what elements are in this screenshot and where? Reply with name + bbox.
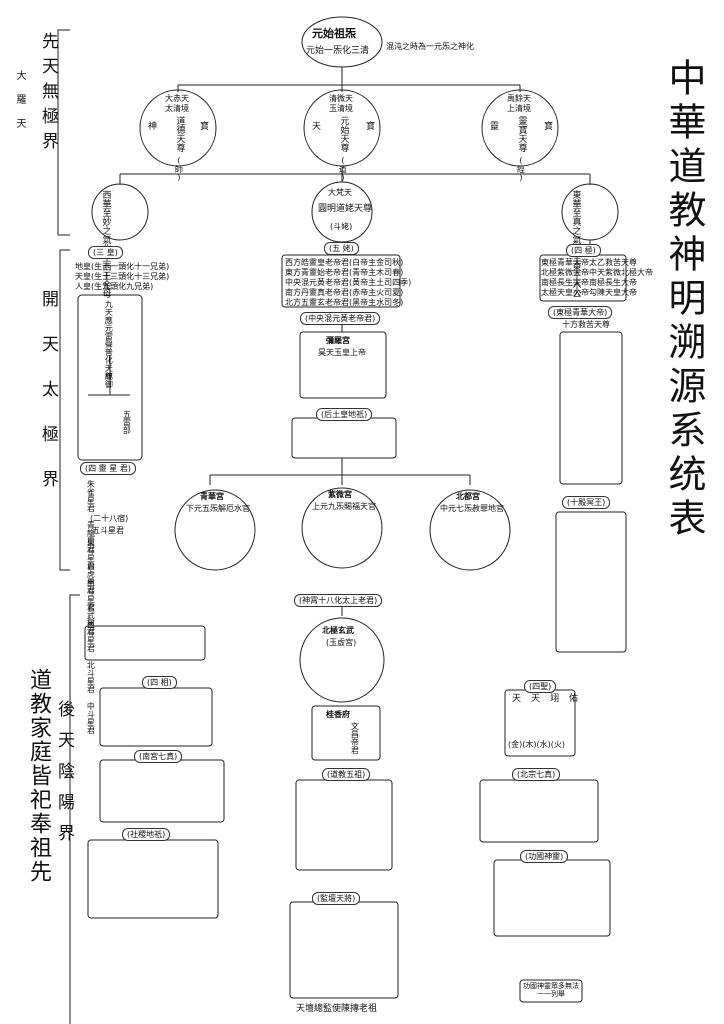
beidu-palace: 北都宮	[456, 492, 480, 501]
deity-alias: 靈	[490, 122, 500, 132]
realm-label: 太清境	[165, 104, 189, 113]
deity-alias2: 寶	[366, 122, 376, 132]
page-title: 中華道教神明溯源系统表	[662, 58, 706, 542]
siji-label: (四 極)	[566, 244, 601, 257]
sanhuang-item: 地皇(生十一頭化十一兄弟)	[75, 262, 170, 271]
xiu-sub: 五斗星君	[92, 526, 124, 535]
deity-alias2: 寶	[544, 122, 554, 132]
siji-item: 南極長生大帝南極長生大帝	[541, 278, 637, 287]
guixiang-fu: 桂香府	[326, 710, 350, 719]
heaven-label: 清微天	[329, 94, 353, 103]
realm-xiantian-side: 大羅天	[14, 70, 25, 142]
sisheng-name: 天	[512, 694, 532, 704]
siji-item: 太極天皇大帝勾陳天皇大帝	[541, 288, 637, 297]
heaven-label: 大赤天	[165, 94, 189, 103]
deity-alias: 神	[148, 122, 158, 132]
tianguan: 上元九炁賜福天官	[312, 502, 376, 511]
wudou-stars: 東斗星君 南斗星君 西斗星君 北斗星君 中斗星君	[86, 538, 96, 734]
beizong-label: (北宗七真)	[512, 768, 561, 781]
siji-item: 北極紫微大帝中天紫微北極大帝	[541, 268, 653, 277]
sixiang-label: (四 相)	[142, 676, 177, 689]
realm-xiantian: 先天無極界	[38, 32, 58, 157]
wulao-item: 中央混元黃老帝君(黃帝主土司四季)	[285, 278, 412, 287]
xiwangmu-text: 西華至妙之氣化生西王金母	[100, 190, 111, 298]
deity-extra: (師)	[174, 156, 184, 182]
shenxiao-label: (神霄十八化太上老君)	[294, 594, 383, 607]
shidian-label: (十殿冥王)	[562, 496, 611, 509]
qinghua-label: (東極青華大帝)	[548, 306, 613, 319]
realm-label: 玉清境	[329, 104, 353, 113]
miluo-palace: 彌羅宮	[326, 336, 350, 345]
wulao-item: 北方五靈玄老帝君(黑帝主水司冬)	[285, 298, 404, 307]
jiantan-label: (監壇天將)	[312, 892, 361, 905]
wulei-bu: 五雷部	[122, 410, 132, 434]
ziwei-palace: 紫微宮	[328, 490, 352, 499]
sheji-label: (社稷地祇)	[122, 828, 171, 841]
siling-label: (四 靈 星 君)	[80, 462, 136, 475]
wulao-label: (五 姥)	[324, 242, 359, 255]
deity-name: 靈寶天尊	[516, 116, 527, 152]
diguan: 中元七炁赦罪地官	[440, 504, 504, 513]
zhongyang-label: (中央混元黃老帝君)	[300, 312, 381, 325]
doumu-name: 圓明道姥天尊	[318, 204, 373, 214]
lineage-sub: 統御	[104, 372, 114, 388]
deity-extra: (道)	[338, 156, 348, 182]
realm-label: 上清境	[507, 104, 531, 113]
shifang-label: 十方救苦天尊	[562, 320, 610, 329]
leisheng-tianzun: 九天應元雷聲普化天尊	[104, 300, 114, 380]
sisheng-names: 天天翊佑	[512, 694, 588, 704]
sanhuang-item: 天皇(生十三頭化十三兄弟)	[75, 272, 170, 281]
deity-alias2: 寶	[200, 122, 210, 132]
sisheng-elements: (金)(木)(水)(火)	[508, 740, 565, 749]
heaven-label: 禹餘天	[507, 94, 531, 103]
deity-name: 道德天尊	[174, 116, 185, 152]
beiji-sub: (玉虛宮)	[326, 638, 357, 647]
wulao-item: 南方丹靈真老帝君(赤帝主火司夏)	[285, 288, 404, 297]
sanhuang-label: (三 皇)	[88, 246, 123, 259]
dafan-heaven: 大梵天	[328, 188, 352, 197]
root-subtitle: 元始一炁化三清	[306, 46, 370, 56]
wulao-item: 東方青靈始老帝君(青帝主木司春)	[285, 268, 404, 277]
jiantan-bottom: 天壇總監使陳摶老祖	[296, 1004, 378, 1014]
notice-text: 功國神靈眾多無法一一列舉	[523, 982, 579, 999]
realm-kaitian: 開天太極界	[38, 290, 58, 515]
deity-extra: (經)	[516, 156, 526, 182]
beiji-xuanwu: 北極玄武	[322, 626, 354, 635]
sanhuang-item: 人皇(生九頭化九兄弟)	[75, 282, 154, 291]
xiu-label: (二十八宿)	[90, 514, 129, 523]
sisheng-name: 天	[531, 694, 551, 704]
household-ancestor-text: 道教家庭皆祀奉祖先	[26, 668, 51, 884]
realm-houtian: 後天陰陽界	[54, 700, 74, 855]
yuhuang-name: 昊天玉皇上帝	[318, 348, 366, 357]
siji-item: 東極青華大帝太乙救苦天尊	[541, 258, 637, 267]
sisheng-name: 翊	[550, 694, 570, 704]
shuiguan: 下元五炁解厄水官	[186, 504, 250, 513]
root-title: 元始祖炁	[312, 27, 356, 40]
houtu-label: (后土皇地祇)	[316, 408, 373, 421]
deity-alias: 天	[312, 122, 322, 132]
sisheng-name: 佑	[569, 694, 589, 704]
doumu-sub: (斗姥)	[330, 222, 353, 231]
dongwanggong-text: 東華至真之氣化生東王木公	[570, 190, 580, 298]
sisheng-label: (四聖)	[524, 680, 557, 693]
gongguo-label: (功國神靈)	[520, 850, 569, 863]
qinghua-palace: 青華宮	[200, 492, 224, 501]
deity-name: 元始天尊	[338, 116, 349, 152]
nangong-label: (南宮七真)	[134, 750, 183, 763]
root-note: 混沌之時為一元炁之神化	[386, 42, 474, 51]
wulao-item: 西方皓靈皇老帝君(白帝主金司秋)	[285, 258, 404, 267]
wenchang-dijun: 文昌帝君	[350, 722, 360, 754]
daojiao-label: (道教五祖)	[322, 768, 371, 781]
